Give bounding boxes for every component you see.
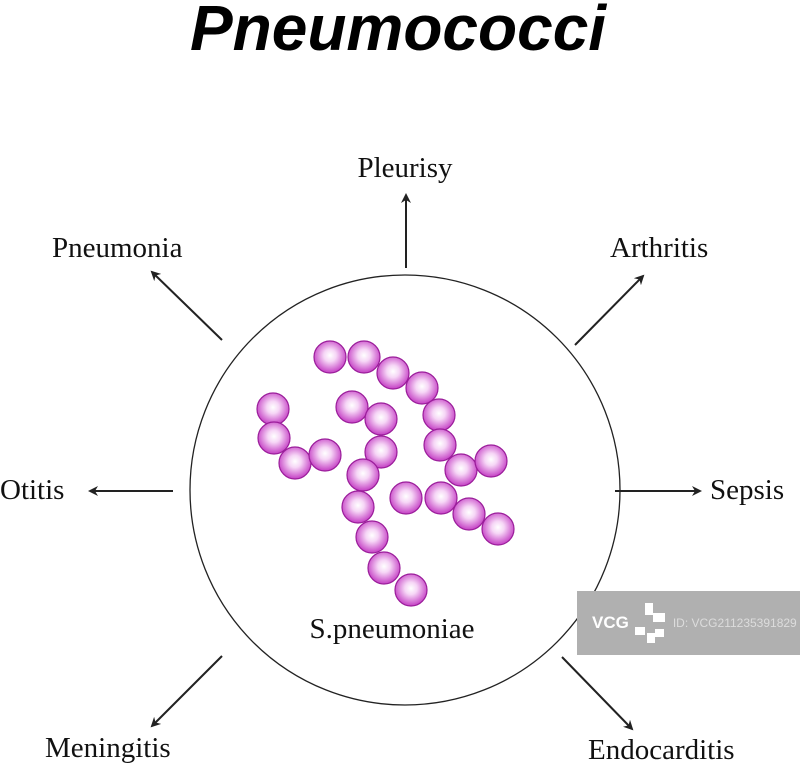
- coccus: [394, 573, 428, 607]
- watermark-id: ID: VCG211235391829: [672, 616, 797, 630]
- coccus: [335, 390, 369, 424]
- coccus: [389, 481, 423, 515]
- coccus: [341, 490, 375, 524]
- title: Pneumococci: [190, 0, 607, 64]
- coccus: [405, 371, 439, 405]
- arrow-endocarditis: [561, 656, 634, 731]
- label-endocarditis: Endocarditis: [588, 734, 735, 766]
- coccus: [444, 453, 478, 487]
- coccus: [364, 402, 398, 436]
- coccus: [367, 551, 401, 585]
- coccus: [278, 446, 312, 480]
- label-sepsis: Sepsis: [710, 474, 784, 506]
- coccus: [452, 497, 486, 531]
- watermark-burst-icon: [634, 603, 665, 643]
- watermark-logo: VCG: [592, 613, 629, 632]
- arrow-pneumonia: [150, 270, 223, 341]
- coccus: [376, 356, 410, 390]
- coccus: [313, 340, 347, 374]
- coccus: [346, 458, 380, 492]
- label-meningitis: Meningitis: [45, 732, 171, 764]
- label-otitis: Otitis: [0, 474, 64, 506]
- coccus: [423, 428, 457, 462]
- arrow-meningitis: [150, 655, 223, 728]
- coccus: [424, 481, 458, 515]
- label-pneumonia: Pneumonia: [52, 232, 183, 264]
- coccus: [308, 438, 342, 472]
- coccus: [257, 421, 291, 455]
- cocci-cluster: [256, 340, 515, 607]
- coccus: [355, 520, 389, 554]
- coccus: [364, 435, 398, 469]
- label-arthritis: Arthritis: [610, 232, 708, 264]
- label-pleurisy: Pleurisy: [357, 152, 453, 184]
- center-label: S.pneumoniae: [309, 613, 474, 645]
- coccus: [256, 392, 290, 426]
- arrow-arthritis: [574, 274, 645, 346]
- watermark: VCG ID: VCG211235391829: [577, 591, 800, 655]
- coccus: [422, 398, 456, 432]
- coccus: [481, 512, 515, 546]
- coccus: [347, 340, 381, 374]
- coccus: [474, 444, 508, 478]
